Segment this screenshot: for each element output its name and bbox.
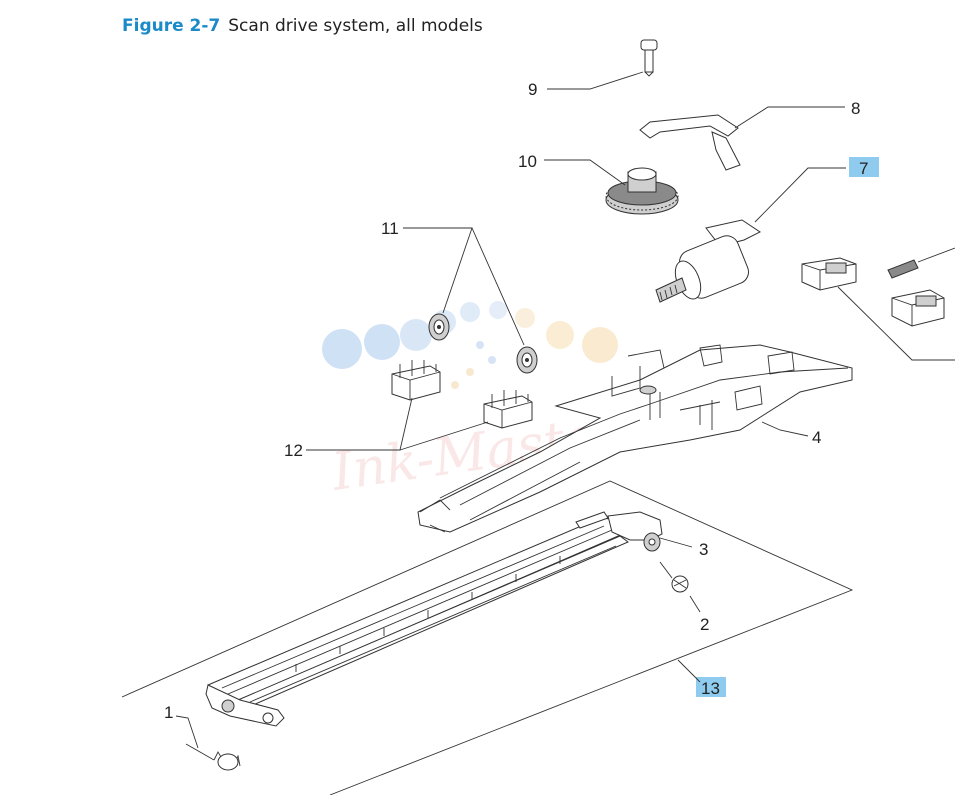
part-4-tray bbox=[417, 344, 853, 533]
part-1-spring bbox=[185, 743, 241, 771]
figure-number: Figure 2-7 bbox=[122, 16, 221, 36]
part-8-bracket bbox=[639, 114, 741, 171]
callout-13-highlight bbox=[696, 677, 726, 697]
part-11-roller-a bbox=[428, 313, 450, 341]
leader-3 bbox=[659, 537, 693, 548]
leader-9 bbox=[547, 71, 644, 90]
callout-10: 10 bbox=[518, 152, 537, 171]
leader-1 bbox=[175, 715, 199, 749]
leader-2 bbox=[689, 595, 701, 613]
leader-10 bbox=[544, 159, 626, 186]
part-10-gear bbox=[605, 167, 679, 215]
callout-9: 9 bbox=[528, 80, 537, 99]
part-small-spring bbox=[887, 259, 919, 279]
callout-3: 3 bbox=[699, 540, 708, 559]
part-3-knob bbox=[643, 532, 661, 552]
part-11-roller-b bbox=[516, 346, 538, 374]
part-13-assembly-outline bbox=[121, 480, 854, 795]
leader-right-connectors bbox=[837, 286, 955, 361]
part-connector-upper bbox=[801, 257, 857, 291]
figure-caption: Scan drive system, all models bbox=[228, 16, 483, 36]
part-rail-assembly bbox=[205, 511, 663, 727]
leader-right-spring bbox=[917, 247, 955, 263]
leader-12 bbox=[306, 397, 489, 451]
callout-4: 4 bbox=[812, 428, 821, 447]
leader-13 bbox=[677, 659, 701, 683]
part-12-holder-a bbox=[391, 360, 441, 401]
part-9-screw bbox=[640, 39, 658, 77]
figure-title: Figure 2-7 Scan drive system, all models bbox=[122, 16, 483, 36]
leader-8 bbox=[734, 106, 845, 129]
part-12-holder-b bbox=[483, 390, 533, 429]
callout-1: 1 bbox=[164, 703, 173, 722]
leader-7 bbox=[754, 167, 846, 223]
part-2-spring bbox=[659, 561, 689, 593]
leader-11 bbox=[403, 227, 525, 346]
callout-7: 7 bbox=[859, 159, 868, 178]
callout-2: 2 bbox=[700, 615, 709, 634]
part-7-motor bbox=[655, 219, 761, 303]
callout-13: 13 bbox=[701, 679, 720, 698]
callout-12: 12 bbox=[284, 441, 303, 460]
part-connector-lower bbox=[891, 289, 945, 327]
leader-4 bbox=[761, 421, 809, 437]
callout-8: 8 bbox=[851, 99, 860, 118]
callout-11: 11 bbox=[381, 219, 399, 238]
callout-7-highlight bbox=[849, 157, 879, 177]
